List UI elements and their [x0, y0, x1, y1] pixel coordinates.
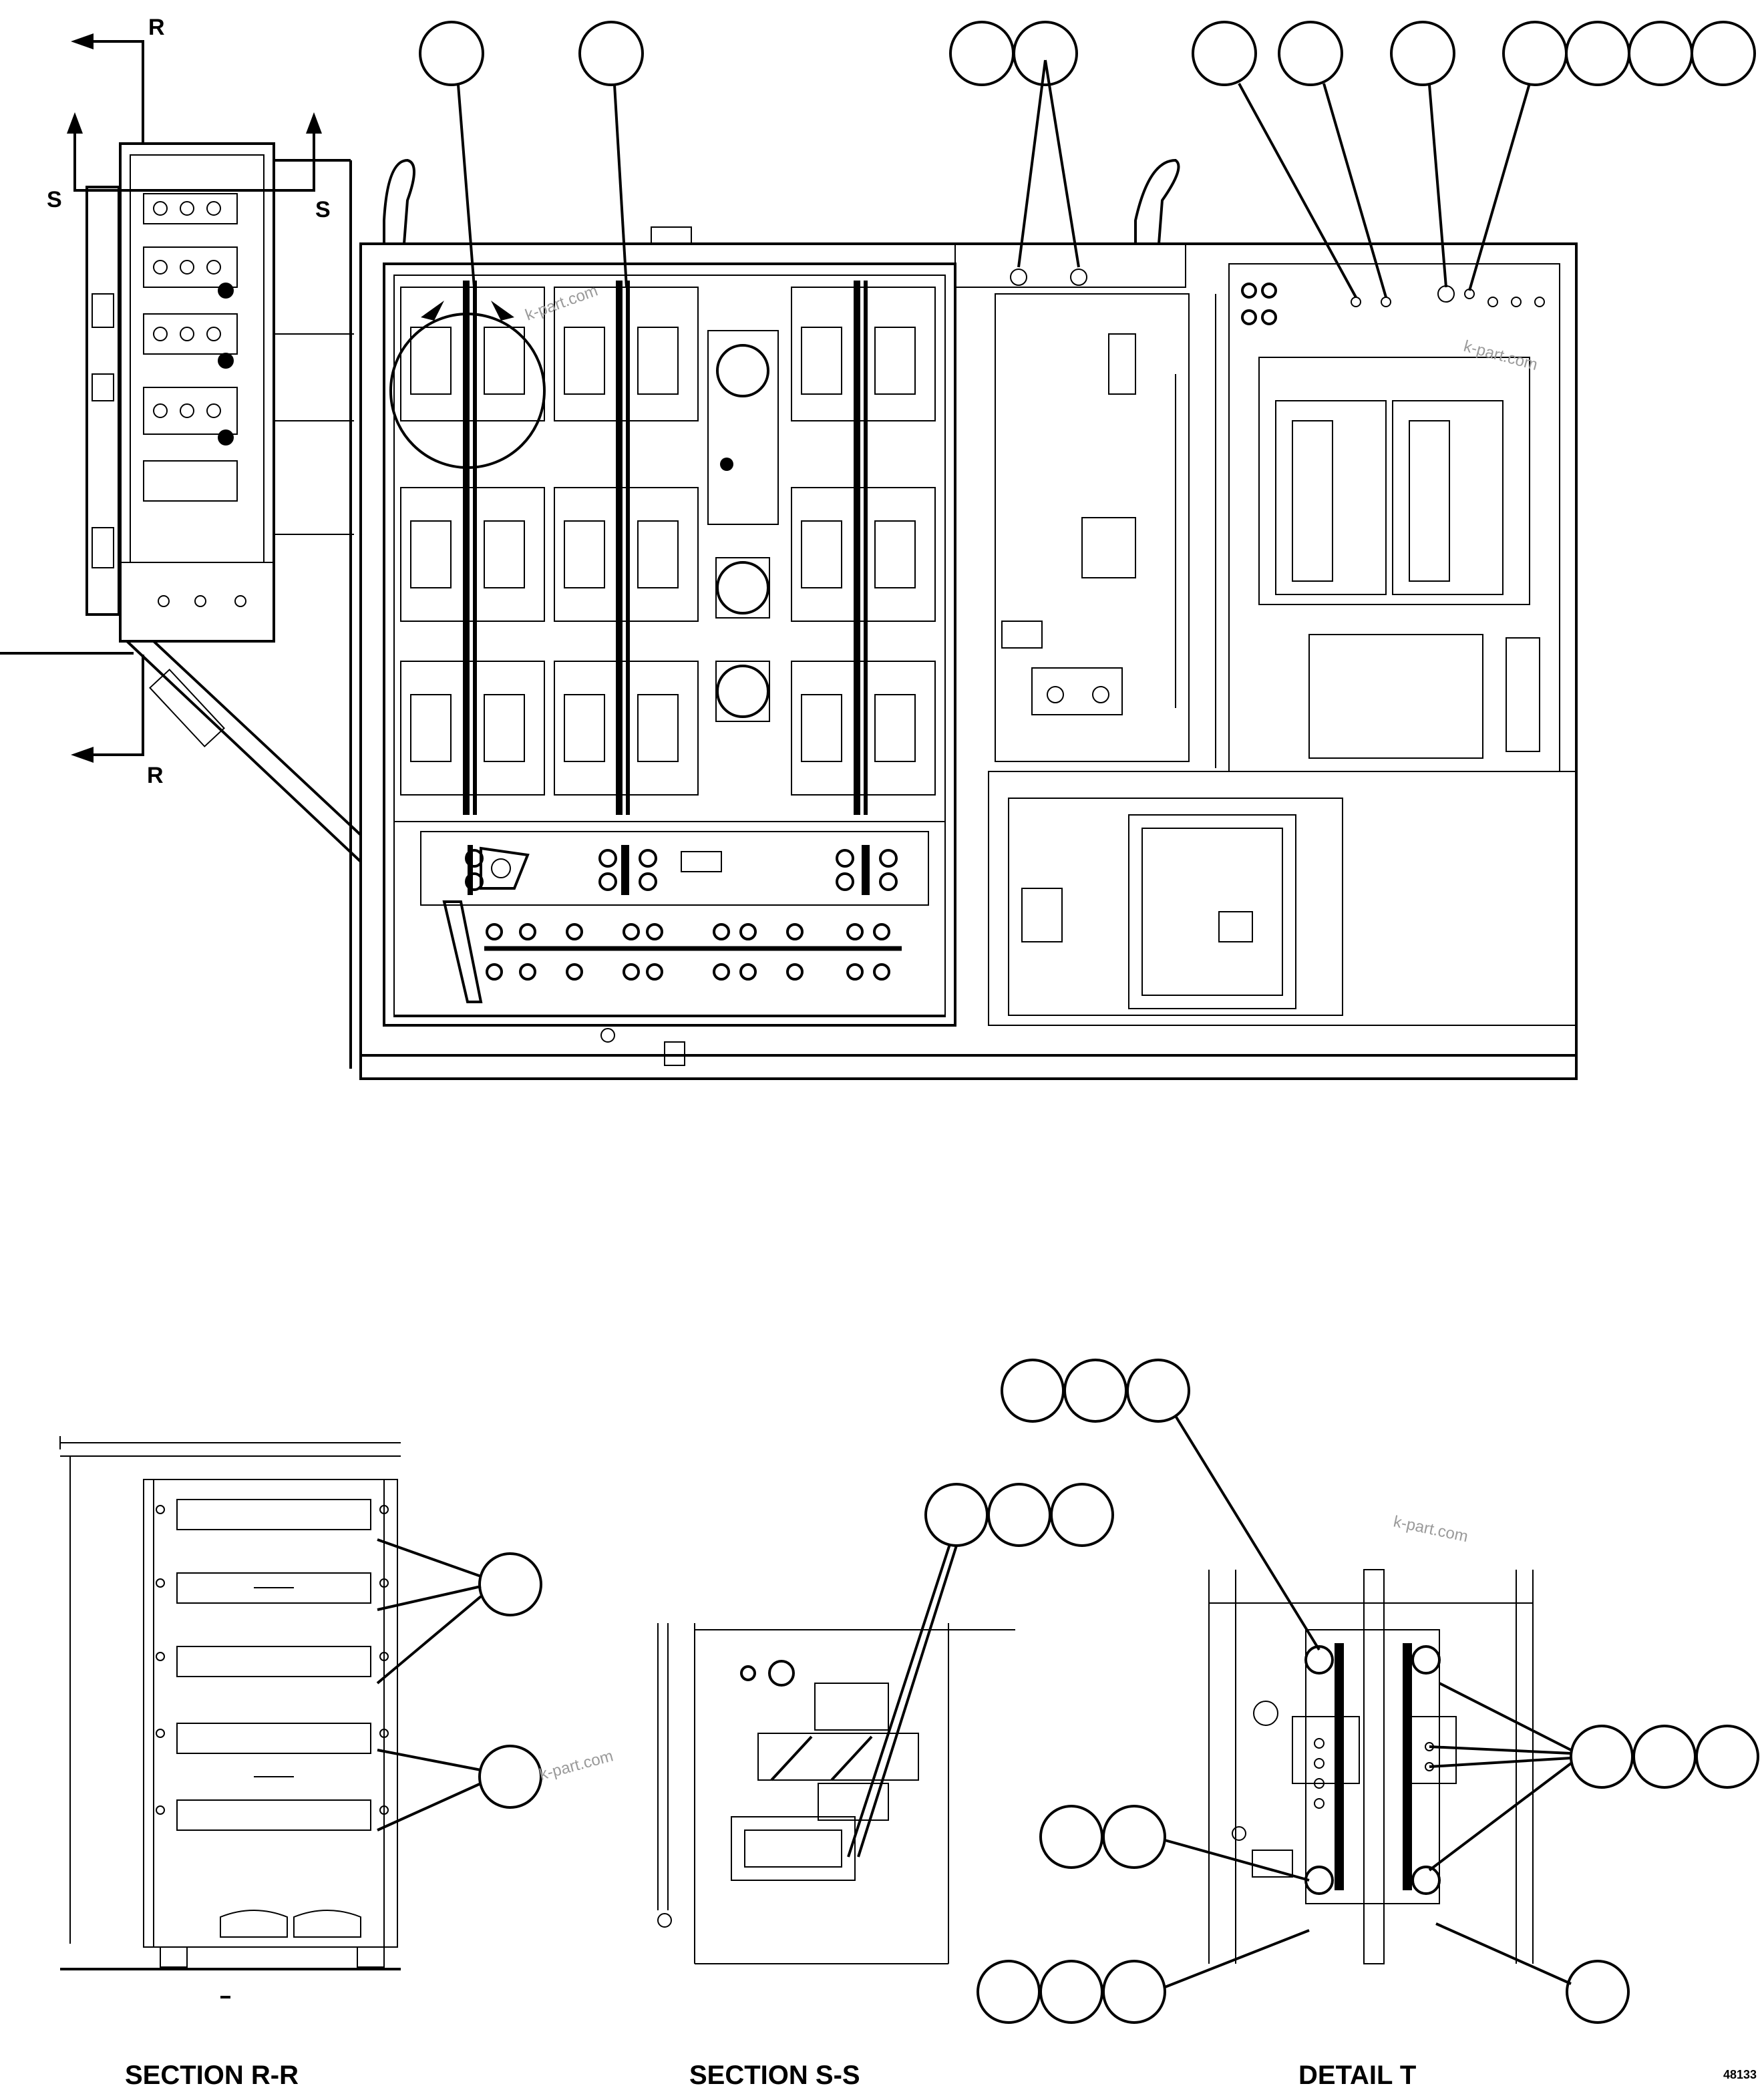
detail-t-callouts — [977, 1359, 1759, 2024]
leader-line — [377, 1782, 482, 1831]
detail-t-leaders — [1164, 1415, 1572, 1988]
callout-balloon — [1001, 1359, 1065, 1423]
caption-section-ss: SECTION S-S — [689, 2061, 860, 2090]
callout-balloon — [1102, 1805, 1166, 1869]
leader-line — [377, 1538, 482, 1578]
callout-balloon — [1039, 1805, 1103, 1869]
callout-balloon — [1570, 1725, 1634, 1789]
top-view-leaders — [457, 59, 1531, 298]
callout-balloon — [977, 1960, 1041, 2024]
callout-balloon — [1691, 21, 1756, 86]
callout-balloon — [1565, 21, 1630, 86]
callout-balloon — [924, 1483, 989, 1547]
drawing-number: 48133 — [1723, 2068, 1757, 2081]
callout-balloon — [478, 1552, 542, 1616]
detail-arrow-right — [491, 301, 514, 321]
bus-bar-assembly — [393, 821, 946, 1066]
leader-line — [857, 1545, 958, 1858]
electronics-rack — [1228, 263, 1560, 772]
section-label-r-top: R — [148, 15, 165, 40]
callout-balloon — [1126, 1359, 1190, 1423]
inverter-modules — [400, 281, 936, 815]
section-line-s — [67, 112, 322, 192]
callout-balloon — [1695, 1725, 1759, 1789]
leader-line — [847, 1544, 951, 1858]
leader-line — [376, 1595, 482, 1685]
callout-balloon — [1502, 21, 1568, 86]
side-door-panel — [85, 142, 362, 1069]
watermark: k-part.com — [523, 281, 600, 324]
detail-t-callout-circle — [389, 313, 546, 469]
section-line-r — [71, 33, 144, 763]
callout-balloon — [578, 21, 644, 86]
detail-arrow-left — [421, 301, 444, 321]
section-label-s-left: S — [47, 187, 62, 212]
callout-balloon — [1278, 21, 1343, 86]
leader-line — [377, 1749, 482, 1771]
detail-t — [1208, 1569, 1534, 1964]
caption-section-rr: SECTION R-R — [125, 2061, 299, 2090]
main-cabinet — [359, 158, 1578, 1080]
callout-balloon — [1013, 21, 1078, 86]
section-label-r-bottom: R — [147, 763, 164, 788]
breaker-rows — [143, 193, 238, 502]
callout-balloon — [1050, 1483, 1114, 1547]
callout-balloon — [1192, 21, 1257, 86]
callout-balloon — [478, 1745, 542, 1809]
watermark: k-part.com — [538, 1747, 615, 1783]
callout-balloon — [987, 1483, 1051, 1547]
section-label-s-right: S — [315, 197, 331, 222]
callout-balloon — [1566, 1960, 1630, 2024]
callout-balloon — [1102, 1960, 1166, 2024]
section-rr — [59, 1436, 401, 1998]
watermark: k-part.com — [1461, 337, 1539, 374]
watermark: k-part.com — [1392, 1512, 1469, 1546]
top-view-callouts — [419, 21, 1756, 86]
leader-line — [377, 1585, 482, 1611]
callout-balloon — [1063, 1359, 1127, 1423]
section-ss — [657, 1623, 1015, 1964]
control-column — [988, 264, 1577, 1026]
callout-balloon — [1632, 1725, 1697, 1789]
callout-balloon — [949, 21, 1015, 86]
callout-balloon — [1039, 1960, 1103, 2024]
callout-balloon — [1628, 21, 1693, 86]
caption-detail-t: DETAIL T — [1298, 2061, 1416, 2090]
callout-balloon — [419, 21, 484, 86]
callout-balloon — [1390, 21, 1455, 86]
